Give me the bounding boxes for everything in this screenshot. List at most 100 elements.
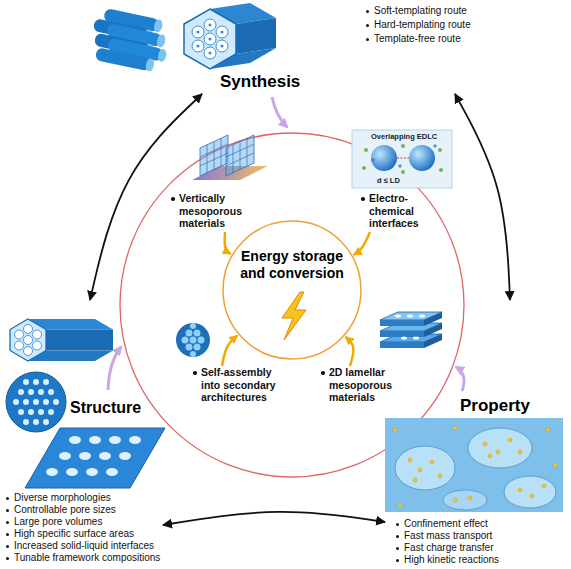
sphere-cluster — [176, 323, 210, 357]
illustration-label: d ≤ LD — [376, 176, 401, 185]
confinement-illustration — [443, 490, 487, 510]
illustration-label: Overlapping EDLC — [370, 132, 438, 141]
mesoporous-sphere — [28, 389, 34, 395]
mesoporous-film — [99, 452, 111, 460]
vertical-mesoporous-sheets — [214, 142, 215, 170]
feature-text: 2D lamellar mesoporous materials — [320, 366, 410, 404]
confinement-illustration — [453, 498, 457, 502]
lamellar-block — [380, 342, 424, 348]
edlc-panel — [362, 166, 366, 170]
feed-arrow — [225, 232, 231, 254]
edlc-panel — [435, 144, 436, 148]
sphere-cluster — [190, 351, 196, 357]
hexagonal-prism — [208, 23, 211, 26]
mesoporous-sphere — [23, 379, 29, 385]
mesoporous-sphere — [13, 399, 19, 405]
hexagonal-prism — [204, 19, 216, 31]
confinement-illustration — [453, 426, 457, 430]
mesoporous-film — [119, 452, 131, 460]
mesoporous-sphere — [48, 389, 54, 395]
feature-item: Electro-chemical interfaces — [360, 192, 426, 232]
confinement-illustration — [385, 418, 563, 512]
feature-item: Self-assembly into secondary architectur… — [192, 366, 290, 406]
process-arrow — [272, 97, 287, 127]
sphere-cluster — [182, 337, 189, 344]
mesoporous-sphere — [33, 379, 39, 385]
hexagonal-rod — [15, 325, 42, 356]
confinement-illustration — [530, 494, 534, 498]
bullet-item: Hard-templating route — [365, 19, 471, 31]
hexagonal-prism — [216, 26, 228, 38]
sphere-cluster — [198, 337, 205, 344]
hexagonal-prism — [196, 23, 223, 54]
sphere-cluster — [182, 323, 205, 357]
hexagonal-rod — [33, 330, 42, 339]
mesoporous-sphere — [18, 409, 24, 415]
edlc-panel — [401, 170, 405, 174]
mesoporous-sphere — [6, 372, 66, 432]
bullet-item: Large pore volumes — [5, 516, 102, 528]
vertical-mesoporous-sheets — [247, 138, 248, 166]
confinement-illustration — [385, 418, 563, 512]
hexagonal-rod — [24, 325, 33, 334]
section-heading: Structure — [70, 398, 141, 418]
vertical-mesoporous-sheets — [226, 153, 254, 166]
lamellar-block — [395, 315, 425, 340]
hexagonal-rod — [15, 341, 24, 350]
confinement-illustration — [504, 476, 556, 508]
confinement-illustration — [398, 503, 402, 507]
lamellar-block — [413, 337, 419, 340]
bullet-item: Controllable pore sizes — [5, 504, 116, 516]
sphere-cluster — [194, 330, 201, 337]
lamellar-block — [380, 312, 442, 348]
feature-item: Vertically mesoporous materials — [170, 192, 264, 232]
edlc-panel — [397, 157, 409, 158]
mesoporous-film — [106, 468, 118, 476]
hexagonal-prism — [192, 40, 204, 52]
rods-bundle — [87, 6, 173, 74]
rods-bundle — [153, 19, 164, 33]
mesoporous-sphere — [33, 399, 39, 405]
confinement-illustration — [542, 484, 546, 488]
mesoporous-sphere — [43, 399, 49, 405]
mesoporous-film — [129, 436, 141, 444]
confinement-illustration — [553, 463, 557, 467]
feed-arrow — [354, 232, 370, 255]
hexagonal-prism — [208, 37, 211, 40]
section-heading: Synthesis — [220, 72, 300, 92]
vertical-mesoporous-sheets — [233, 145, 234, 173]
mesoporous-film — [79, 452, 91, 460]
edlc-panel — [352, 130, 452, 188]
lamellar-block — [380, 320, 424, 326]
hexagonal-prism — [220, 30, 223, 33]
mesoporous-sphere — [53, 399, 59, 405]
circle-outline — [223, 221, 361, 359]
edlc-panel — [438, 148, 442, 152]
bullet-item: Template-free route — [365, 33, 461, 45]
lightning-icon — [282, 292, 306, 340]
center-title: Energy storage and conversion — [233, 248, 351, 282]
feed-arrow — [222, 335, 237, 366]
hexagonal-rod — [33, 341, 42, 350]
confinement-illustration — [496, 450, 500, 454]
bullet-item: Diverse morphologies — [5, 492, 111, 504]
edlc-panel — [401, 144, 405, 148]
lamellar-block — [407, 315, 413, 318]
hexagonal-rod — [10, 319, 46, 361]
mesoporous-sphere — [38, 409, 44, 415]
confinement-illustration — [518, 450, 522, 454]
mesoporous-film — [86, 468, 98, 476]
feature-text: Electro-chemical interfaces — [360, 192, 424, 230]
confinement-illustration — [408, 458, 412, 462]
confinement-illustration — [518, 488, 522, 492]
center-circle: Energy storage and conversion — [222, 220, 362, 360]
cycle-arrow — [163, 512, 385, 525]
bullet-item: Increased solid-liquid interfaces — [5, 540, 154, 552]
hexagonal-rod — [15, 330, 24, 339]
edlc-panel — [352, 130, 452, 188]
sphere-cluster — [190, 323, 196, 329]
confinement-illustration — [395, 446, 455, 490]
hexagonal-prism — [184, 9, 236, 69]
mesoporous-sphere — [28, 409, 34, 415]
